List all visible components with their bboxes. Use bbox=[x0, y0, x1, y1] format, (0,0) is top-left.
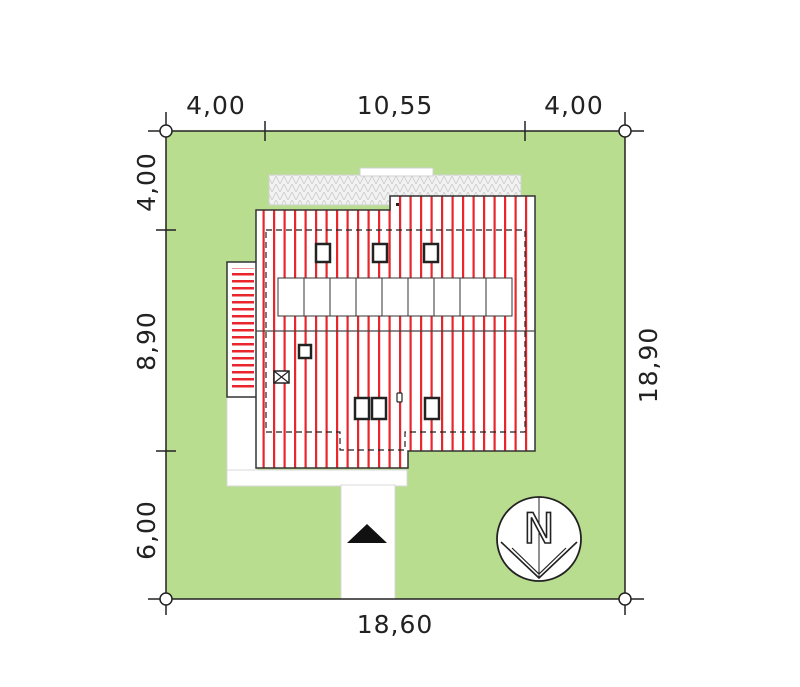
dim-top-center: 10,55 bbox=[357, 91, 434, 120]
vent-icon bbox=[396, 392, 403, 403]
dim-top-right: 4,00 bbox=[544, 91, 604, 120]
dim-top-left: 4,00 bbox=[186, 91, 246, 120]
main-roof bbox=[255, 195, 536, 469]
roof-windows bbox=[297, 242, 441, 421]
north-label: N bbox=[523, 504, 554, 553]
roof-eave-dashed bbox=[265, 229, 526, 451]
dimension-lines bbox=[148, 112, 644, 615]
side-roof-tiles bbox=[232, 268, 254, 392]
front-strip bbox=[226, 469, 408, 487]
terrace-top-strip bbox=[359, 167, 434, 177]
solar-panels bbox=[277, 277, 513, 317]
corner-markers bbox=[159, 124, 632, 606]
dim-left-top: 4,00 bbox=[132, 152, 161, 212]
dim-left-middle: 8,90 bbox=[132, 311, 161, 371]
vent-small-icon bbox=[396, 203, 399, 206]
dim-bottom-total: 18,60 bbox=[357, 610, 434, 639]
dim-left-bottom: 6,00 bbox=[132, 500, 161, 560]
chimney-icon bbox=[273, 370, 290, 384]
north-arrow-icon: N bbox=[496, 496, 582, 582]
entrance-triangle-icon bbox=[347, 524, 387, 543]
dim-right-total: 18,90 bbox=[634, 327, 663, 404]
